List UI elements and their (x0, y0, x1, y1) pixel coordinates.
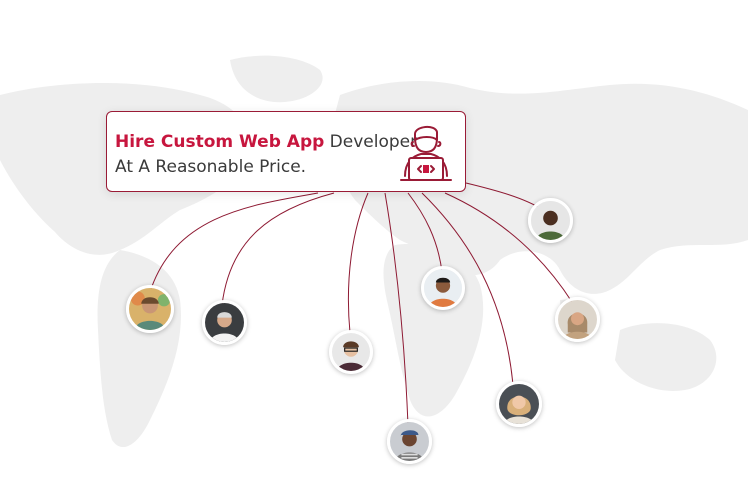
headline-highlight: Hire Custom Web App (115, 132, 325, 152)
avatar-developer-1[interactable] (126, 285, 174, 333)
card-headline: Hire Custom Web App Developer At A Reaso… (115, 130, 417, 180)
headline-rest: Developer (324, 132, 418, 152)
avatar-developer-3[interactable] (329, 330, 373, 374)
avatar-developer-2[interactable] (202, 300, 247, 345)
avatar-developer-8[interactable] (555, 297, 600, 342)
hire-developer-card[interactable]: Hire Custom Web App Developer At A Reaso… (106, 111, 466, 192)
avatar-developer-7[interactable] (528, 198, 573, 243)
avatar-developer-6[interactable] (496, 381, 542, 427)
developer-laptop-icon (400, 126, 452, 181)
connection-lines (149, 182, 573, 426)
headline-line2: At A Reasonable Price. (115, 157, 307, 177)
avatar-developer-5[interactable] (421, 266, 465, 310)
avatar-developer-4[interactable] (387, 419, 432, 464)
